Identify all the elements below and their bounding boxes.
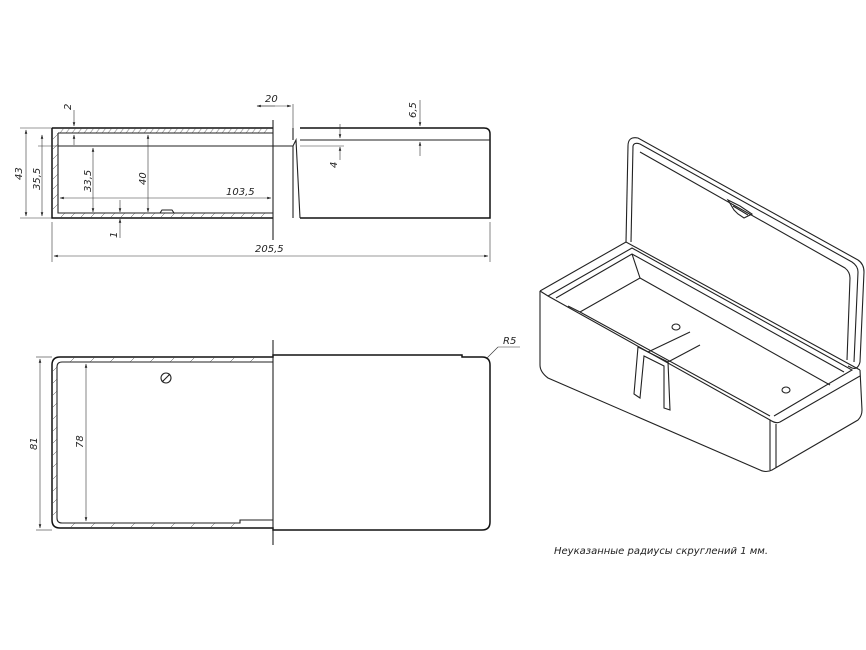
dim-lid-step: 20 xyxy=(265,94,278,105)
dim-half-length: 103,5 xyxy=(226,187,255,198)
pin-icon xyxy=(671,323,681,331)
front-section-view: 43 35,5 2 33,5 40 103,5 1 20 6,5 xyxy=(14,94,491,262)
dim-depth-large: 40 xyxy=(138,172,149,185)
dim-bottom: 1 xyxy=(109,232,120,238)
dim-depth-small: 33,5 xyxy=(83,170,94,192)
pin-hole-icon xyxy=(160,372,172,384)
dim-inner-height: 35,5 xyxy=(32,168,43,190)
drawing-note: Неуказанные радиусы скруглений 1 мм. xyxy=(554,546,768,557)
top-view: 81 78 R5 xyxy=(29,336,520,545)
dim-step: 4 xyxy=(329,162,340,168)
dim-total-length: 205,5 xyxy=(255,244,284,255)
pin-icon xyxy=(781,386,791,394)
dim-width-inner: 78 xyxy=(75,435,86,448)
hatched-wall-top xyxy=(59,127,269,134)
isometric-view xyxy=(539,137,865,473)
dim-width-outer: 81 xyxy=(29,437,40,450)
dim-lid-height: 6,5 xyxy=(408,102,419,118)
dim-total-height: 43 xyxy=(14,167,25,180)
dim-radius: R5 xyxy=(503,336,516,347)
dim-wall: 2 xyxy=(63,104,74,110)
